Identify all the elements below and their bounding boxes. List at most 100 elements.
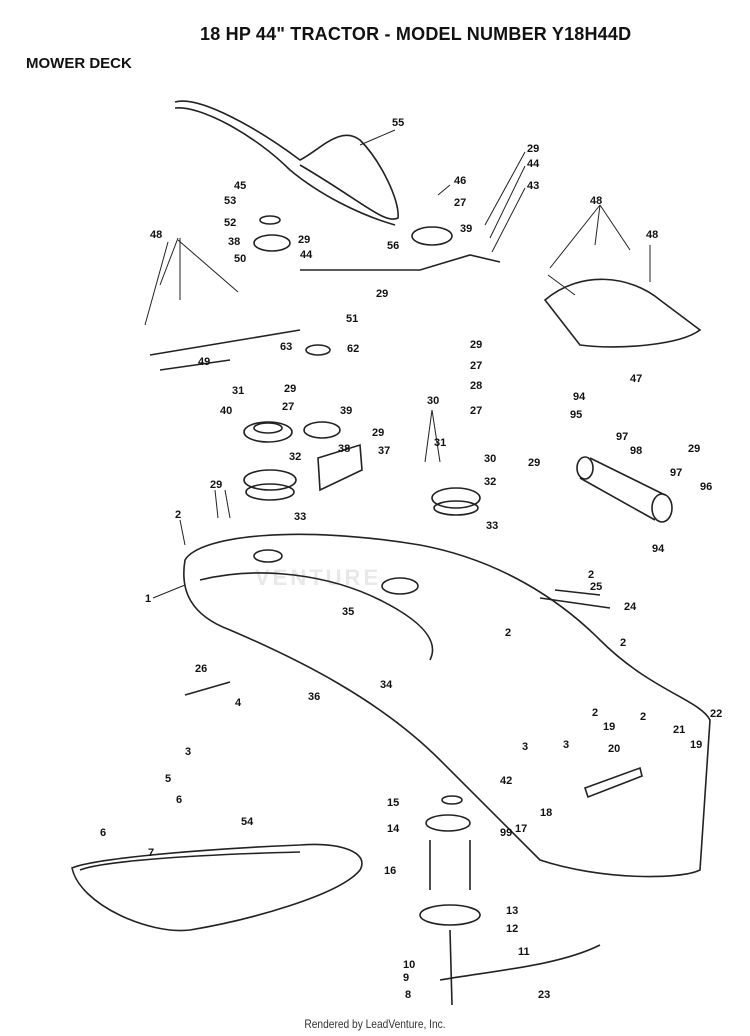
- spindle-housing-13: [419, 904, 481, 926]
- washer-15: [441, 795, 463, 805]
- bracket-37: [317, 443, 363, 492]
- part-callout-2: 2: [175, 509, 181, 521]
- pulley-52: [253, 234, 291, 252]
- part-callout-50: 50: [234, 253, 246, 265]
- part-callout-94: 94: [652, 543, 665, 555]
- part-callout-52: 52: [224, 217, 236, 229]
- part-callout-17: 17: [515, 823, 527, 835]
- part-callout-63: 63: [280, 341, 292, 353]
- part-callout-16: 16: [384, 865, 396, 877]
- pulley-53: [259, 215, 281, 225]
- part-callout-55: 55: [392, 117, 404, 129]
- part-callout-96: 96: [700, 481, 712, 493]
- part-callout-9: 9: [403, 972, 409, 984]
- part-callout-31: 31: [232, 385, 244, 397]
- part-callout-2: 2: [620, 637, 626, 649]
- part-callout-62: 62: [347, 343, 359, 355]
- roller-end: [651, 493, 673, 523]
- part-callout-34: 34: [380, 679, 393, 691]
- part-callout-51: 51: [346, 313, 358, 325]
- part-callout-28: 28: [470, 380, 482, 392]
- part-callout-37: 37: [378, 445, 390, 457]
- part-callout-56: 56: [387, 240, 399, 252]
- pulley-32-right-lower: [433, 500, 479, 516]
- blade-shaft: [449, 929, 453, 1006]
- part-callout-38: 38: [338, 443, 350, 455]
- part-callout-54: 54: [241, 816, 254, 828]
- part-callout-22: 22: [710, 708, 722, 720]
- page-title: 18 HP 44" TRACTOR - MODEL NUMBER Y18H44D: [200, 24, 632, 44]
- part-callout-13: 13: [506, 905, 518, 917]
- part-callout-35: 35: [342, 606, 354, 618]
- part-callout-29: 29: [372, 427, 384, 439]
- part-callout-30: 30: [484, 453, 496, 465]
- deck-spindle-right: [381, 577, 419, 595]
- pulley-40-inner: [253, 422, 283, 434]
- side-bar-20: [583, 766, 643, 799]
- part-callout-10: 10: [403, 959, 415, 971]
- part-callout-47: 47: [630, 373, 642, 385]
- baffle-24: [539, 589, 611, 609]
- section-title: MOWER DECK: [26, 55, 132, 72]
- pulley-40: [243, 421, 293, 443]
- part-callout-29: 29: [376, 288, 388, 300]
- part-callout-3: 3: [522, 741, 528, 753]
- part-callout-21: 21: [673, 724, 685, 736]
- part-callout-26: 26: [195, 663, 207, 675]
- pulley-32-left: [243, 469, 297, 491]
- pulley-32-right: [431, 487, 481, 509]
- part-callout-3: 3: [563, 739, 569, 751]
- part-callout-11: 11: [518, 946, 530, 958]
- part-callout-23: 23: [538, 989, 550, 1001]
- pulley-62: [305, 344, 331, 356]
- part-callout-12: 12: [506, 923, 518, 935]
- part-callout-15: 15: [387, 797, 399, 809]
- part-callout-3: 3: [185, 746, 191, 758]
- part-callout-29: 29: [470, 339, 482, 351]
- part-callout-29: 29: [210, 479, 222, 491]
- part-callout-7: 7: [148, 847, 154, 859]
- part-callout-98: 98: [630, 445, 642, 457]
- part-callout-19: 19: [603, 721, 615, 733]
- part-callout-6: 6: [100, 827, 106, 839]
- part-callout-14: 14: [387, 823, 400, 835]
- part-callout-94: 94: [573, 391, 586, 403]
- part-callout-42: 42: [500, 775, 512, 787]
- belt-55: [174, 100, 399, 226]
- footer-credit: Rendered by LeadVenture, Inc.: [304, 1017, 446, 1031]
- part-callout-49: 49: [198, 356, 210, 368]
- part-callout-97: 97: [670, 467, 682, 479]
- part-callout-46: 46: [454, 175, 466, 187]
- part-callout-95: 95: [570, 409, 582, 421]
- bracket-49: [149, 329, 301, 371]
- part-callout-30: 30: [427, 395, 439, 407]
- cover-47: [543, 278, 702, 348]
- part-callout-19: 19: [690, 739, 702, 751]
- bracket-56: [300, 254, 501, 271]
- part-callout-48: 48: [590, 195, 602, 207]
- part-callout-27: 27: [470, 360, 482, 372]
- roller-98: [579, 457, 666, 521]
- spindle-shaft-16: [429, 840, 471, 890]
- part-callout-53: 53: [224, 195, 236, 207]
- part-callout-43: 43: [527, 180, 539, 192]
- part-callout-6: 6: [176, 794, 182, 806]
- part-callout-18: 18: [540, 807, 552, 819]
- part-callout-29: 29: [528, 457, 540, 469]
- deck-spindle-left: [253, 549, 283, 563]
- part-callout-33: 33: [486, 520, 498, 532]
- part-callout-97: 97: [616, 431, 628, 443]
- part-callout-27: 27: [470, 405, 482, 417]
- part-callout-29: 29: [527, 143, 539, 155]
- part-callout-2: 2: [588, 569, 594, 581]
- watermark: VENTURE: [255, 565, 382, 590]
- part-callout-48: 48: [646, 229, 658, 241]
- part-callout-29: 29: [688, 443, 700, 455]
- part-callout-33: 33: [294, 511, 306, 523]
- part-callout-27: 27: [282, 401, 294, 413]
- pulley-32-left-lower: [245, 483, 295, 501]
- part-callout-29: 29: [298, 234, 310, 246]
- part-callout-39: 39: [460, 223, 472, 235]
- roller-start: [576, 456, 594, 480]
